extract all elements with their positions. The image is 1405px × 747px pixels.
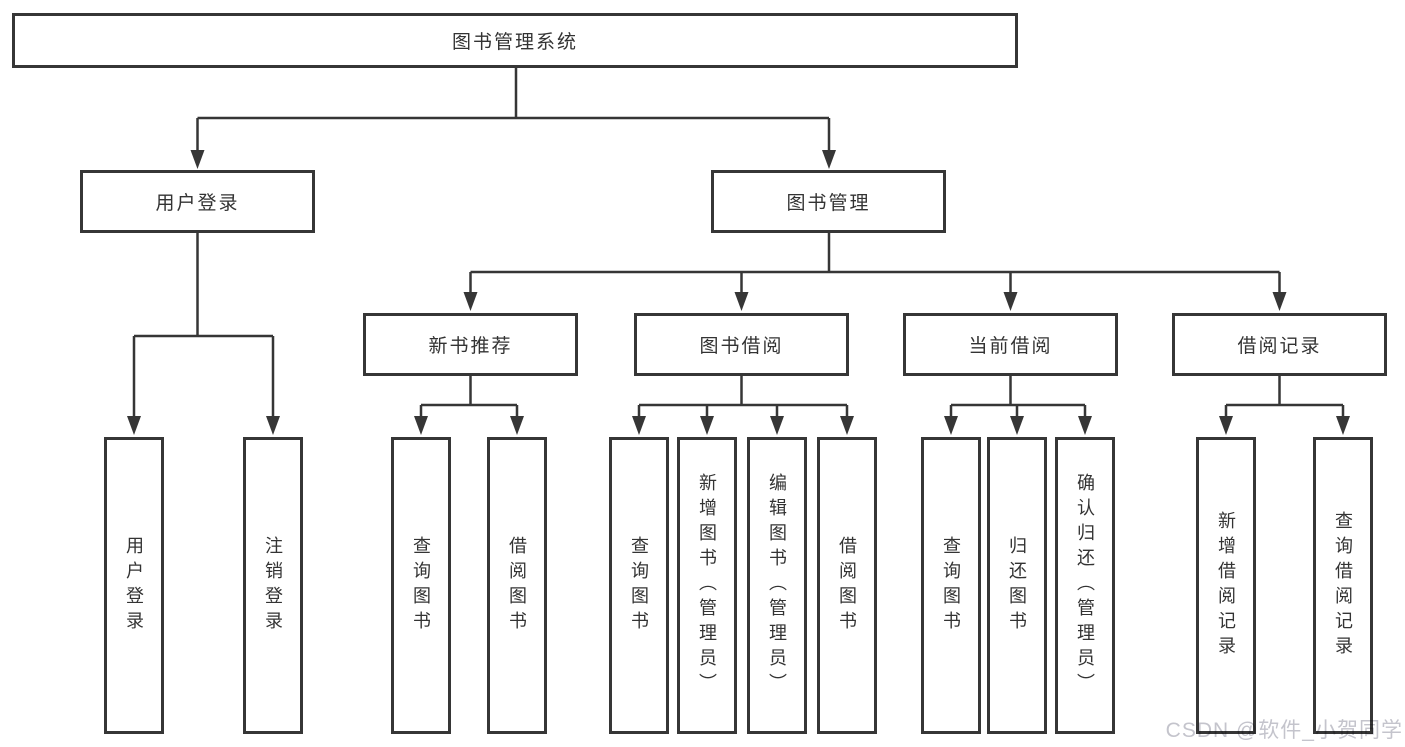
arrowheads <box>127 150 1350 435</box>
node-borrowing-records: 借阅记录 <box>1172 313 1387 376</box>
leaf-label: 借阅图书 <box>507 535 527 636</box>
node-user-login: 用户登录 <box>80 170 315 233</box>
leaf-current-query-books: 查询图书 <box>921 437 981 734</box>
leaf-label: 查询图书 <box>629 535 649 636</box>
node-label: 图书管理 <box>786 193 871 214</box>
leaf-borrowing-borrow-books: 借阅图书 <box>817 437 877 734</box>
leaf-label: 借阅图书 <box>837 535 857 636</box>
leaf-label: 用户登录 <box>124 535 144 636</box>
connector-paths <box>132 68 1345 420</box>
leaf-label: 确认归还（管理员） <box>1075 473 1095 698</box>
leaf-borrowing-add-books-admin: 新增图书（管理员） <box>677 437 737 734</box>
leaf-borrowing-query-books: 查询图书 <box>609 437 669 734</box>
node-label: 图书管理系统 <box>451 32 578 53</box>
leaf-label: 归还图书 <box>1007 535 1027 636</box>
node-label: 用户登录 <box>155 193 240 214</box>
leaf-label: 注销登录 <box>263 535 283 636</box>
node-label: 新书推荐 <box>428 336 513 357</box>
leaf-user-login: 用户登录 <box>104 437 164 734</box>
leaf-borrowing-edit-books-admin: 编辑图书（管理员） <box>747 437 807 734</box>
leaf-newbook-borrow-books: 借阅图书 <box>487 437 547 734</box>
node-book-borrowing: 图书借阅 <box>634 313 849 376</box>
leaf-current-confirm-return-admin: 确认归还（管理员） <box>1055 437 1115 734</box>
node-book-management: 图书管理 <box>711 170 946 233</box>
leaf-label: 新增图书（管理员） <box>697 473 717 698</box>
node-current-borrowing: 当前借阅 <box>903 313 1118 376</box>
leaf-label: 新增借阅记录 <box>1216 510 1236 661</box>
leaf-current-return-books: 归还图书 <box>987 437 1047 734</box>
leaf-label: 编辑图书（管理员） <box>767 473 787 698</box>
leaf-records-add-record: 新增借阅记录 <box>1196 437 1256 734</box>
node-label: 借阅记录 <box>1237 336 1322 357</box>
node-new-book-recommend: 新书推荐 <box>363 313 578 376</box>
leaf-logout: 注销登录 <box>243 437 303 734</box>
csdn-watermark: CSDN @软件_小贺同学 <box>1165 719 1403 742</box>
leaf-label: 查询借阅记录 <box>1333 510 1353 661</box>
node-label: 图书借阅 <box>699 336 784 357</box>
leaf-records-query-record: 查询借阅记录 <box>1313 437 1373 734</box>
leaf-label: 查询图书 <box>411 535 431 636</box>
node-system-root: 图书管理系统 <box>12 13 1018 68</box>
node-label: 当前借阅 <box>968 336 1053 357</box>
leaf-newbook-query-books: 查询图书 <box>391 437 451 734</box>
leaf-label: 查询图书 <box>941 535 961 636</box>
